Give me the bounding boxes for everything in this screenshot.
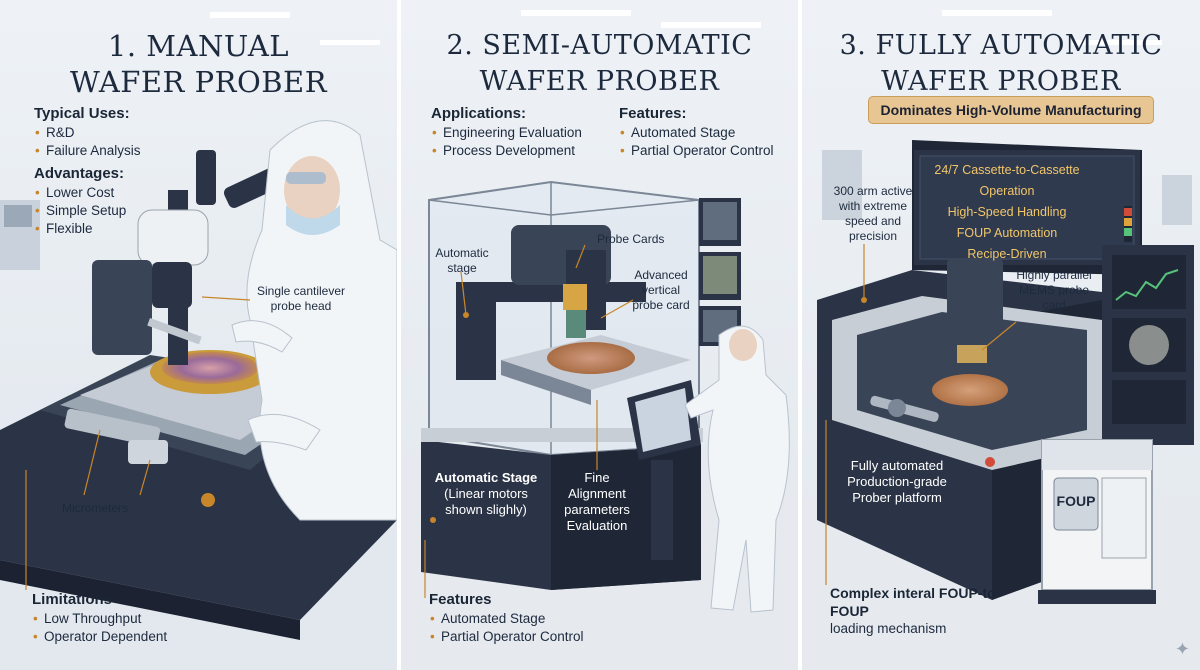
bottom-features-heading: Features [429,591,492,608]
limitation-item: Operator Dependent [32,628,167,646]
applications-heading: Applications: [431,105,527,122]
advantage-item: Lower Cost [34,184,126,202]
screen-line: FOUP Automation [956,226,1058,240]
loading-mechanism-block: Complex interal FOUP-to-FOUP loading mec… [830,584,1010,638]
foup-label: FOUP [1056,493,1096,509]
panel-manual-prober: 1. MANUAL WAFER PROBER Typical Uses: R&D… [0,0,397,670]
typical-uses-block: Typical Uses: R&D Failure Analysis [34,104,141,160]
bottom-feature-item: Partial Operator Control [429,628,584,646]
title-line-1: 3. FULLY AUTOMATIC [839,30,1163,61]
status-screen: 24/7 Cassette-to-Cassette Operation High… [916,160,1098,265]
bottom-features-block: Features Automated Stage Partial Operato… [429,590,584,646]
advantages-block: Advantages: Lower Cost Simple Setup Flex… [34,164,126,238]
manual-prober-illustration [0,0,397,670]
panel-semi-automatic-prober: 2. SEMI-AUTOMATIC WAFER PROBER Applicati… [401,0,798,670]
limitations-block: Limitations Low Throughput Operator Depe… [32,590,167,646]
callout-mems-probe-card: Highly parallel MEMS probe card [1016,268,1092,312]
advantage-item: Simple Setup [34,202,126,220]
features-heading: Features: [619,105,687,122]
callout-robot-arm: 300 arm active with extreme speed and pr… [833,184,913,243]
advantage-item: Flexible [34,220,126,238]
semi-automatic-prober-illustration [401,0,798,670]
title-line-1: 1. MANUAL [107,29,290,63]
screen-line: High-Speed Handling [947,205,1067,219]
callout-probe-head: Single cantilever probe head [256,284,346,313]
title-line-2: WAFER PROBER [69,65,328,99]
application-item: Process Development [431,142,582,160]
loading-text: loading mechanism [830,621,947,636]
limitation-item: Low Throughput [32,610,167,628]
sparkle-icon: ✦ [1174,639,1190,659]
feature-item: Partial Operator Control [619,142,774,160]
bottom-feature-item: Automated Stage [429,610,584,628]
feature-item: Automated Stage [619,124,774,142]
screen-line: 24/7 Cassette-to-Cassette Operation [934,163,1080,198]
callout-fine-alignment: Fine Alignment parameters Evaluation [564,470,630,533]
title-line-2: WAFER PROBER [479,66,720,97]
typical-use-item: R&D [34,124,141,142]
application-item: Engineering Evaluation [431,124,582,142]
hvm-badge: Dominates High-Volume Manufacturing [868,96,1154,124]
advantages-heading: Advantages: [34,165,125,182]
base-stage-note: (Linear motors shown slighly) [444,486,528,517]
panel-title: 2. SEMI-AUTOMATIC WAFER PROBER [401,28,798,100]
callout-base-stage: Automatic Stage (Linear motors shown sli… [431,470,541,518]
panel-fully-automatic-prober: 3. FULLY AUTOMATIC WAFER PROBER Dominate… [802,0,1200,670]
title-line-1: 2. SEMI-AUTOMATIC [446,30,753,61]
panel-title: 3. FULLY AUTOMATIC WAFER PROBER [802,28,1200,100]
applications-block: Applications: Engineering Evaluation Pro… [431,104,582,160]
callout-micrometers: Micrometers [62,501,129,515]
callout-vertical-probe-card: Advanced vertical probe card [632,268,690,312]
limitations-heading: Limitations [32,591,113,608]
screen-line: Recipe-Driven [967,247,1047,261]
callout-probe-cards: Probe Cards [597,232,665,246]
typical-uses-heading: Typical Uses: [34,105,130,122]
typical-use-item: Failure Analysis [34,142,141,160]
callout-platform: Fully automated Production-grade Prober … [847,458,947,505]
features-block: Features: Automated Stage Partial Operat… [619,104,774,160]
loading-heading: Complex interal FOUP-to-FOUP [830,585,1001,619]
panel-title: 1. MANUAL WAFER PROBER [0,28,397,100]
title-line-2: WAFER PROBER [881,66,1121,97]
base-stage-title: Automatic Stage [434,470,538,485]
callout-automatic-stage: Automatic stage [435,246,489,275]
